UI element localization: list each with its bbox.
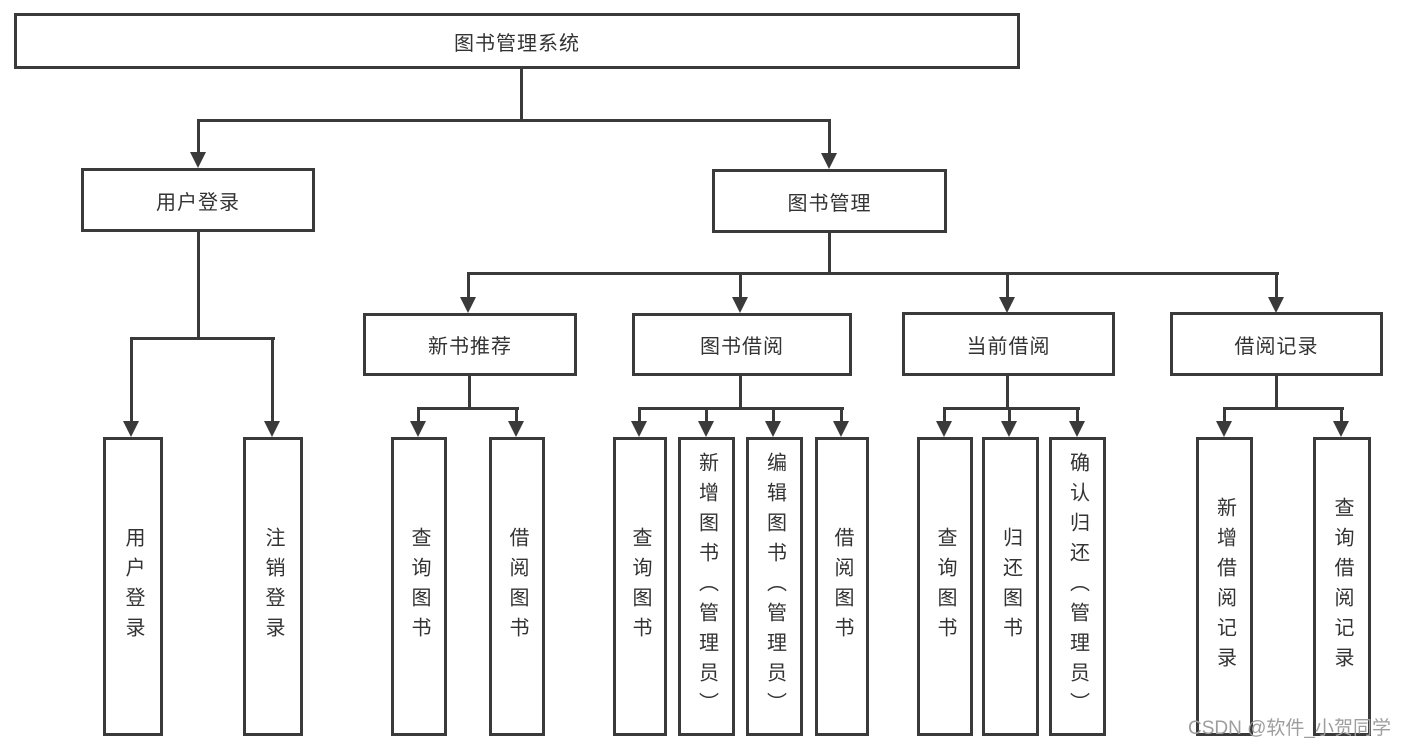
- connector-line: [1076, 407, 1079, 421]
- node-book-management-label: 图书管理: [787, 192, 872, 215]
- node-borrow-record: 借阅记录: [1170, 312, 1383, 376]
- node-user-login: 用户登录: [81, 168, 315, 232]
- arrow-down-icon: [936, 421, 952, 437]
- connector-line: [271, 337, 274, 421]
- leaf-add-book-admin-label: 新增图书（管理员）: [695, 451, 718, 722]
- node-current-borrow: 当前借阅: [902, 312, 1115, 376]
- arrow-down-icon: [999, 297, 1015, 313]
- leaf-user-login: 用户登录: [103, 437, 163, 736]
- leaf-return-book-label: 归还图书: [999, 526, 1022, 647]
- arrow-down-icon: [508, 421, 524, 437]
- connector-line: [1223, 407, 1344, 410]
- arrow-down-icon: [1268, 297, 1284, 313]
- node-new-book-recommend-label: 新书推荐: [428, 336, 512, 358]
- leaf-query-book-1: 查询图书: [391, 437, 447, 736]
- leaf-confirm-return-admin-label: 确认归还（管理员）: [1066, 451, 1089, 722]
- leaf-borrow-book-1: 借阅图书: [489, 437, 545, 736]
- connector-line: [197, 119, 831, 122]
- leaf-borrow-book-1-label: 借阅图书: [506, 526, 528, 647]
- arrow-down-icon: [732, 297, 748, 313]
- leaf-user-login-label: 用户登录: [122, 526, 144, 647]
- connector-line: [417, 407, 420, 421]
- connector-line: [197, 119, 200, 153]
- arrow-down-icon: [410, 421, 426, 437]
- node-root-label: 图书管理系统: [454, 32, 580, 55]
- connector-line: [1006, 272, 1009, 297]
- connector-line: [467, 272, 1279, 275]
- connector-line: [943, 407, 946, 421]
- leaf-logout: 注销登录: [243, 437, 303, 736]
- connector-line: [772, 407, 775, 421]
- arrow-down-icon: [1333, 421, 1349, 437]
- connector-line: [1223, 407, 1226, 421]
- arrow-down-icon: [1001, 421, 1017, 437]
- connector-line: [638, 407, 844, 410]
- arrow-down-icon: [821, 153, 837, 169]
- node-book-management: 图书管理: [712, 169, 947, 233]
- arrow-down-icon: [190, 152, 206, 168]
- arrow-down-icon: [833, 421, 849, 437]
- leaf-query-book-2: 查询图书: [613, 437, 667, 736]
- arrow-down-icon: [264, 421, 280, 437]
- watermark: CSDN @软件_小贺同学: [1188, 718, 1391, 739]
- connector-line: [520, 69, 523, 119]
- leaf-query-book-1-label: 查询图书: [408, 526, 430, 647]
- node-current-borrow-label: 当前借阅: [966, 335, 1051, 358]
- leaf-add-book-admin: 新增图书（管理员）: [678, 437, 735, 736]
- connector-line: [130, 337, 275, 340]
- leaf-logout-label: 注销登录: [262, 526, 284, 647]
- leaf-confirm-return-admin: 确认归还（管理员）: [1049, 437, 1106, 736]
- node-borrow-record-label: 借阅记录: [1234, 335, 1319, 358]
- connector-line: [197, 232, 200, 337]
- connector-line: [705, 407, 708, 421]
- connector-line: [1340, 407, 1343, 421]
- connector-line: [739, 376, 742, 407]
- connector-line: [840, 407, 843, 421]
- arrow-down-icon: [1069, 421, 1085, 437]
- leaf-query-borrow-record-label: 查询借阅记录: [1331, 496, 1353, 677]
- leaf-query-book-3: 查询图书: [917, 437, 973, 736]
- connector-line: [828, 119, 831, 153]
- leaf-edit-book-admin: 编辑图书（管理员）: [746, 437, 803, 736]
- node-root: 图书管理系统: [14, 13, 1020, 69]
- arrow-down-icon: [698, 421, 714, 437]
- arrow-down-icon: [1216, 421, 1232, 437]
- leaf-add-borrow-record: 新增借阅记录: [1196, 437, 1253, 736]
- connector-line: [1275, 376, 1278, 407]
- leaf-borrow-book-2: 借阅图书: [815, 437, 869, 736]
- leaf-query-book-2-label: 查询图书: [629, 526, 651, 647]
- node-book-borrow-label: 图书借阅: [700, 336, 784, 358]
- leaf-borrow-book-2-label: 借阅图书: [831, 526, 853, 647]
- arrow-down-icon: [631, 421, 647, 437]
- connector-line: [1008, 407, 1011, 421]
- connector-line: [130, 337, 133, 421]
- leaf-return-book: 归还图书: [982, 437, 1039, 736]
- node-user-login-label: 用户登录: [156, 191, 240, 214]
- node-book-borrow: 图书借阅: [632, 313, 852, 376]
- connector-line: [638, 407, 641, 421]
- connector-line: [943, 407, 1080, 410]
- connector-line: [515, 407, 518, 421]
- arrow-down-icon: [123, 421, 139, 437]
- connector-line: [828, 233, 831, 272]
- connector-line: [1006, 376, 1009, 407]
- leaf-edit-book-admin-label: 编辑图书（管理员）: [763, 451, 786, 722]
- connector-line: [1275, 272, 1278, 297]
- leaf-query-book-3-label: 查询图书: [934, 526, 956, 647]
- node-new-book-recommend: 新书推荐: [363, 313, 577, 376]
- connector-line: [417, 407, 519, 410]
- connector-line: [739, 272, 742, 297]
- connector-line: [468, 376, 471, 407]
- connector-line: [467, 272, 470, 297]
- arrow-down-icon: [765, 421, 781, 437]
- leaf-add-borrow-record-label: 新增借阅记录: [1213, 496, 1236, 677]
- arrow-down-icon: [460, 297, 476, 313]
- leaf-query-borrow-record: 查询借阅记录: [1313, 437, 1371, 736]
